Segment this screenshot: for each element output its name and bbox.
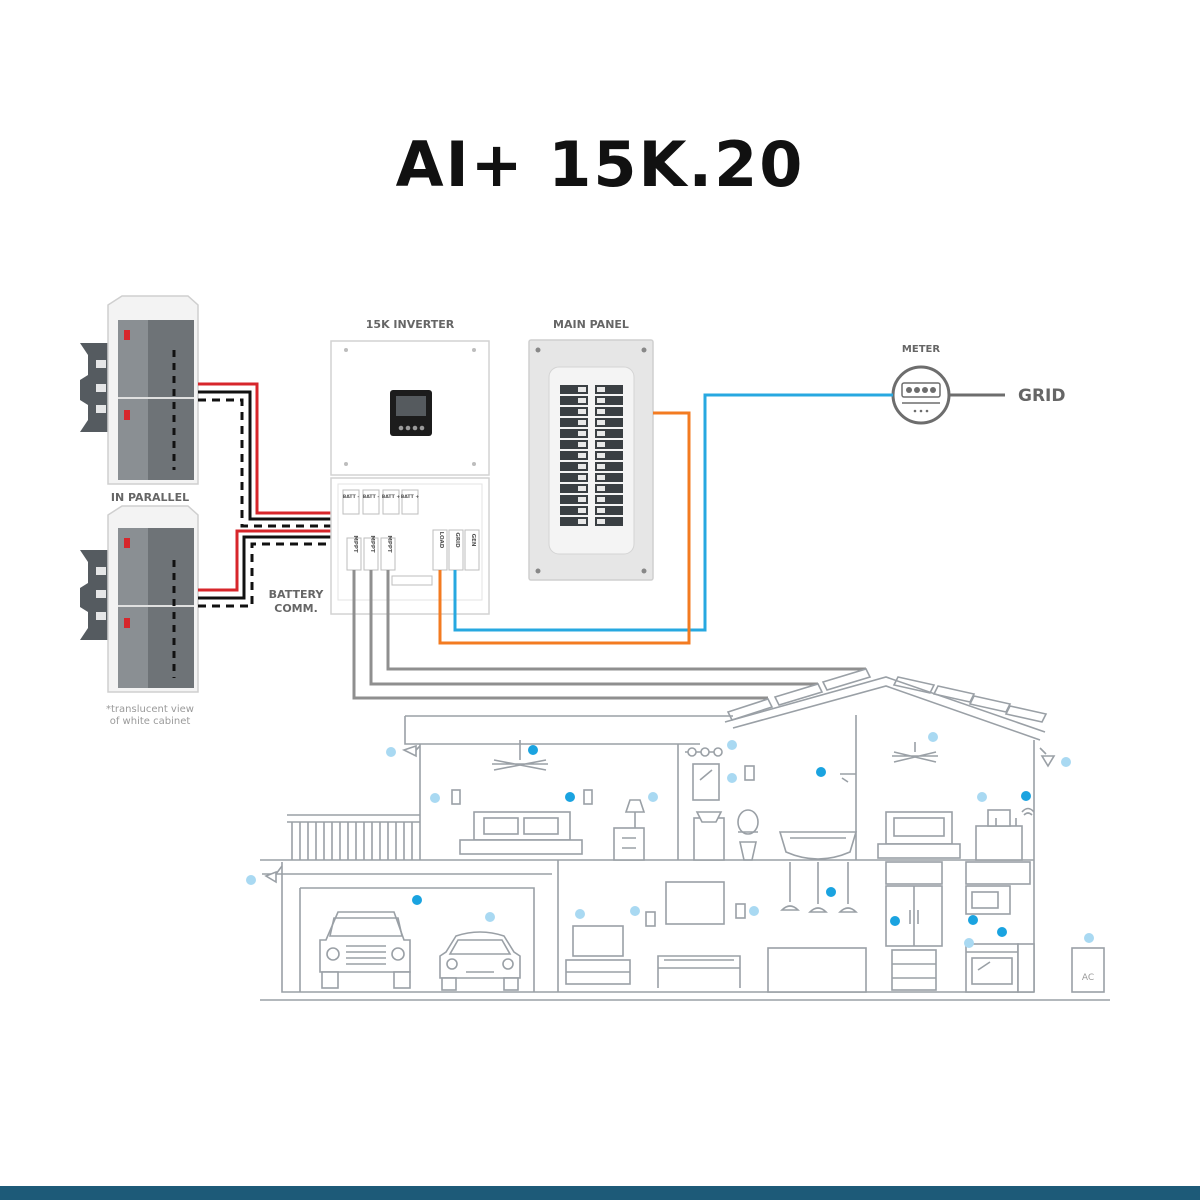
breaker-handle: [597, 409, 605, 414]
cabinet-note-line2: of white cabinet: [110, 716, 191, 727]
ac-port-terminals: LOAD GRID GEN: [432, 529, 480, 571]
breaker-switch: [595, 495, 623, 504]
breaker-switch: [560, 385, 588, 394]
mppt-1-label: MPPT: [352, 535, 358, 553]
breaker-handle: [597, 453, 605, 458]
breaker-switch: [595, 462, 623, 471]
inverter-label: 15K INVERTER: [366, 318, 455, 331]
breaker-handle: [578, 497, 586, 502]
orange-load-wire: [438, 411, 691, 645]
breaker-switch: [560, 451, 588, 460]
breaker-handle: [597, 464, 605, 469]
breaker-switch: [560, 462, 588, 471]
breaker-handle: [578, 409, 586, 414]
breaker-switch: [560, 484, 588, 493]
batt-terminal-2-label: BATT -: [363, 494, 380, 500]
breaker-handle: [597, 508, 605, 513]
page-title: AI+ 15K.20: [395, 128, 805, 201]
load-indicators: [246, 732, 1094, 948]
meter-icon: [891, 365, 951, 425]
meter-label: METER: [902, 344, 940, 355]
breaker-switch: [595, 506, 623, 515]
breaker-handle: [578, 453, 586, 458]
breaker-switch: [560, 429, 588, 438]
breaker-handle: [578, 387, 586, 392]
breaker-handle: [578, 508, 586, 513]
house-icon: AC: [260, 668, 1110, 1001]
battery-comm-label-1: BATTERY: [269, 588, 325, 601]
breaker-switch: [560, 396, 588, 405]
breaker-handle: [578, 442, 586, 447]
breaker-handle: [578, 398, 586, 403]
breaker-switch: [595, 407, 623, 416]
breaker-switch: [595, 440, 623, 449]
battery-cabinet-top: [80, 295, 199, 485]
breaker-handle: [578, 519, 586, 524]
grid-port-label: GRID: [454, 532, 460, 548]
breaker-handle: [597, 420, 605, 425]
mppt-3-label: MPPT: [386, 535, 392, 553]
breaker-panel-icon: [528, 339, 654, 581]
batt-terminal-3-label: BATT +: [382, 494, 401, 500]
mppt-terminals: MPPT MPPT MPPT: [346, 535, 433, 586]
batt-terminal-1-label: BATT -: [343, 494, 360, 500]
breaker-switch: [595, 473, 623, 482]
breaker-switch: [560, 407, 588, 416]
breaker-switch: [595, 429, 623, 438]
load-port-label: LOAD: [438, 532, 444, 549]
cabinet-note-line1: *translucent view: [106, 704, 194, 715]
breaker-handle: [578, 420, 586, 425]
breaker-switch: [560, 418, 588, 427]
breaker-switch: [595, 484, 623, 493]
breaker-switch: [560, 506, 588, 515]
battery-cabinet-bottom: [80, 505, 199, 693]
breaker-switch: [595, 418, 623, 427]
car-icon: [439, 931, 521, 991]
breaker-handle: [597, 486, 605, 491]
gen-port-label: GEN: [470, 534, 476, 547]
ac-unit-label: AC: [1082, 973, 1094, 983]
main-panel-label: MAIN PANEL: [553, 318, 629, 331]
grid-label: GRID: [1018, 386, 1065, 406]
breaker-switch: [560, 440, 588, 449]
mppt-2-label: MPPT: [369, 535, 375, 553]
battery-comm-label-2: COMM.: [274, 602, 318, 615]
pv-wiring: [352, 570, 866, 700]
batt-terminals: BATT - BATT - BATT + BATT +: [342, 489, 420, 515]
footer-bar: [0, 1186, 1200, 1200]
breaker-handle: [597, 519, 605, 524]
breaker-handle: [597, 475, 605, 480]
batt-terminal-4-label: BATT +: [401, 494, 420, 500]
blue-grid-wire: [453, 393, 893, 632]
in-parallel-label: IN PARALLEL: [111, 491, 189, 504]
breaker-handle: [578, 431, 586, 436]
breaker-switch: [560, 473, 588, 482]
breaker-switch: [595, 517, 623, 526]
breaker-switch: [560, 495, 588, 504]
breaker-handle: [578, 464, 586, 469]
breaker-handle: [597, 431, 605, 436]
solar-panel-icon: [726, 668, 1048, 723]
breaker-switch: [595, 451, 623, 460]
breaker-handle: [597, 497, 605, 502]
breaker-handle: [578, 486, 586, 491]
breaker-switch: [595, 396, 623, 405]
breaker-handle: [597, 442, 605, 447]
breaker-handle: [597, 387, 605, 392]
breaker-switch: [595, 385, 623, 394]
breaker-switch: [560, 517, 588, 526]
breaker-handle: [597, 398, 605, 403]
jeep-icon: [319, 911, 411, 989]
breaker-handle: [578, 475, 586, 480]
